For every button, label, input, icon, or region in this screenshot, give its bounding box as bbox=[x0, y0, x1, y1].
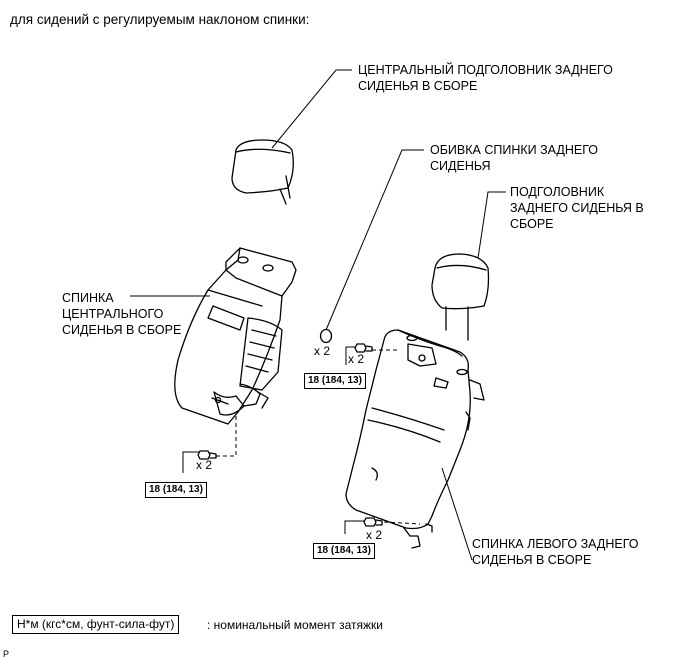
rear-headrest-drawing bbox=[431, 253, 490, 341]
mid-bolt-quantity: x 2 bbox=[348, 352, 365, 366]
left-seatback-label: СПИНКА ЛЕВОГО ЗАДНЕГО СИДЕНЬЯ В СБОРЕ bbox=[472, 537, 639, 567]
page-mark: P bbox=[3, 649, 10, 659]
center-headrest-label: ЦЕНТРАЛЬНЫЙ ПОДГОЛОВНИК ЗАДНЕГО СИДЕНЬЯ … bbox=[358, 63, 613, 93]
mid-bolt-drawing bbox=[354, 343, 373, 353]
center-seatback-label: СПИНКА ЦЕНТРАЛЬНОГО СИДЕНЬЯ В СБОРЕ bbox=[62, 291, 182, 337]
legend-unit-box: Н*м (кгс*см, фунт-сила-фут) bbox=[12, 615, 180, 634]
seatback-cover-label: ОБИВКА СПИНКИ ЗАДНЕГО СИДЕНЬЯ bbox=[430, 143, 599, 173]
rear-headrest-label: ПОДГОЛОВНИК ЗАДНЕГО СИДЕНЬЯ В СБОРЕ bbox=[510, 185, 644, 231]
left-seatback-drawing bbox=[345, 329, 485, 549]
right-bolt-quantity: x 2 bbox=[366, 528, 383, 542]
legend-description: : номинальный момент затяжки bbox=[207, 618, 383, 632]
page-header: для сидений с регулируемым наклоном спин… bbox=[10, 12, 310, 27]
torque-spec-lower-right: 18 (184, 13) bbox=[313, 543, 375, 559]
center-headrest-drawing bbox=[231, 139, 294, 205]
clip-drawing bbox=[319, 328, 333, 344]
clip-quantity: x 2 bbox=[314, 344, 331, 358]
center-seatback-drawing bbox=[174, 247, 297, 425]
right-bolt-drawing bbox=[363, 517, 383, 527]
torque-spec-lower-left: 18 (184, 13) bbox=[145, 482, 207, 498]
torque-spec-mid: 18 (184, 13) bbox=[304, 373, 366, 389]
left-bolt-quantity: x 2 bbox=[196, 458, 213, 472]
